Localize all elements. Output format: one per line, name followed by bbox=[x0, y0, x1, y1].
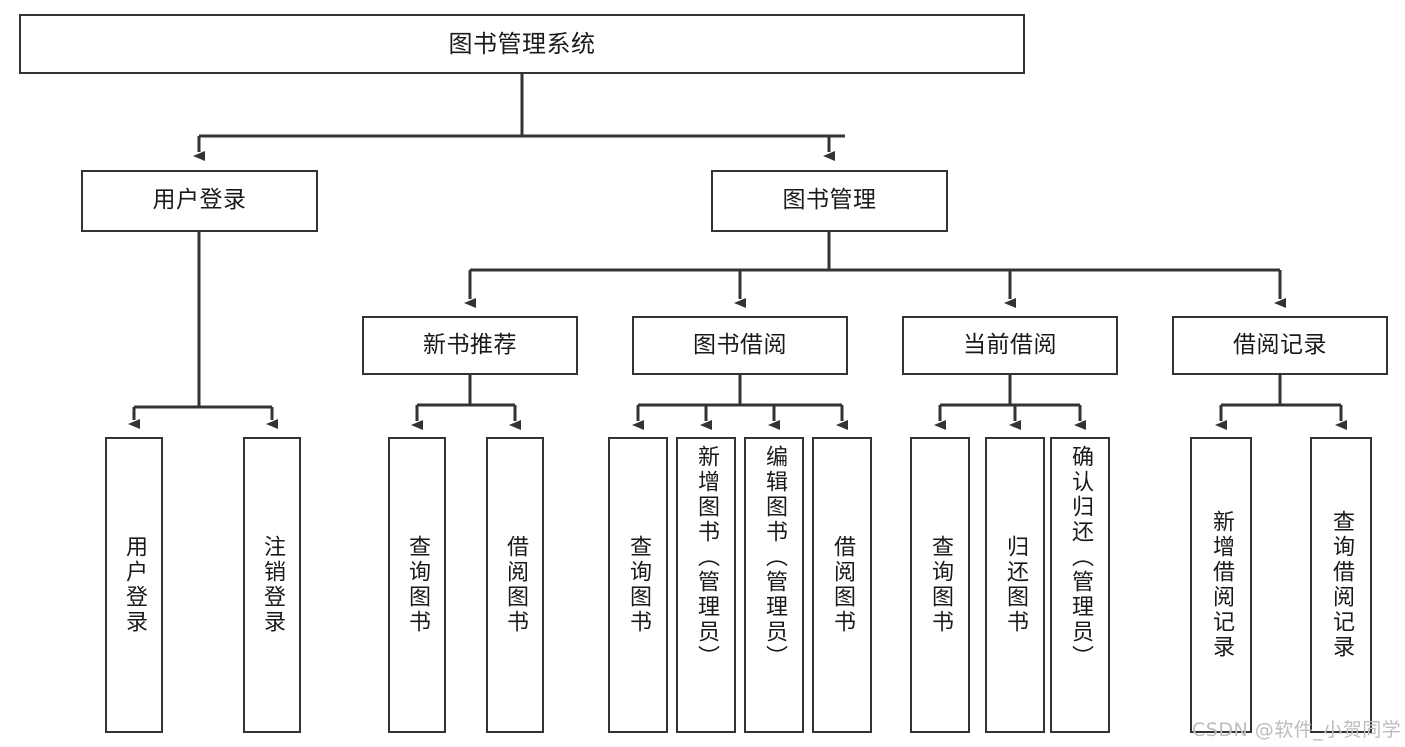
node-leaf-return-book[interactable]: 归还图书 bbox=[985, 437, 1045, 733]
node-leaf-query-book-1[interactable]: 查询图书 bbox=[388, 437, 446, 733]
node-book-borrow[interactable]: 图书借阅 bbox=[632, 316, 848, 375]
node-leaf-user-logout[interactable]: 注销登录 bbox=[243, 437, 301, 733]
node-leaf-query-book-2[interactable]: 查询图书 bbox=[608, 437, 668, 733]
node-book-borrow-label: 图书借阅 bbox=[693, 331, 787, 358]
node-leaf-query-record-label: 查询借阅记录 bbox=[1329, 510, 1354, 660]
node-leaf-confirm-return[interactable]: 确认归还（管理员） bbox=[1050, 437, 1110, 733]
node-user-login-label: 用户登录 bbox=[152, 187, 247, 214]
node-leaf-user-logout-label: 注销登录 bbox=[260, 535, 285, 635]
node-leaf-edit-book-admin-label: 编辑图书（管理员） bbox=[762, 445, 787, 670]
node-borrow-record-label: 借阅记录 bbox=[1233, 331, 1327, 358]
node-leaf-add-record-label: 新增借阅记录 bbox=[1209, 510, 1234, 660]
node-leaf-query-book-2-label: 查询图书 bbox=[626, 535, 651, 635]
node-book-manage-label: 图书管理 bbox=[782, 187, 877, 214]
node-borrow-record[interactable]: 借阅记录 bbox=[1172, 316, 1388, 375]
node-leaf-add-record[interactable]: 新增借阅记录 bbox=[1190, 437, 1252, 733]
node-leaf-borrow-book-2-label: 借阅图书 bbox=[830, 535, 855, 635]
node-current-borrow[interactable]: 当前借阅 bbox=[902, 316, 1118, 375]
node-leaf-query-record[interactable]: 查询借阅记录 bbox=[1310, 437, 1372, 733]
node-leaf-confirm-return-label: 确认归还（管理员） bbox=[1068, 445, 1093, 670]
node-leaf-borrow-book-1-label: 借阅图书 bbox=[503, 535, 528, 635]
node-root[interactable]: 图书管理系统 bbox=[19, 14, 1025, 74]
node-leaf-user-login-label: 用户登录 bbox=[122, 535, 147, 635]
node-new-book-rec[interactable]: 新书推荐 bbox=[362, 316, 578, 375]
node-new-book-rec-label: 新书推荐 bbox=[423, 331, 517, 358]
node-leaf-return-book-label: 归还图书 bbox=[1003, 535, 1028, 635]
node-leaf-borrow-book-2[interactable]: 借阅图书 bbox=[812, 437, 872, 733]
node-leaf-query-book-3[interactable]: 查询图书 bbox=[910, 437, 970, 733]
node-root-label: 图书管理系统 bbox=[448, 29, 596, 58]
node-leaf-query-book-3-label: 查询图书 bbox=[928, 535, 953, 635]
node-leaf-add-book-admin[interactable]: 新增图书（管理员） bbox=[676, 437, 736, 733]
csdn-watermark: CSDN @软件_小贺同学 bbox=[1192, 719, 1402, 741]
node-leaf-add-book-admin-label: 新增图书（管理员） bbox=[694, 445, 719, 670]
node-book-manage[interactable]: 图书管理 bbox=[711, 170, 948, 232]
node-leaf-borrow-book-1[interactable]: 借阅图书 bbox=[486, 437, 544, 733]
node-leaf-user-login[interactable]: 用户登录 bbox=[105, 437, 163, 733]
node-user-login[interactable]: 用户登录 bbox=[81, 170, 318, 232]
node-leaf-edit-book-admin[interactable]: 编辑图书（管理员） bbox=[744, 437, 804, 733]
node-current-borrow-label: 当前借阅 bbox=[963, 331, 1057, 358]
node-leaf-query-book-1-label: 查询图书 bbox=[405, 535, 430, 635]
